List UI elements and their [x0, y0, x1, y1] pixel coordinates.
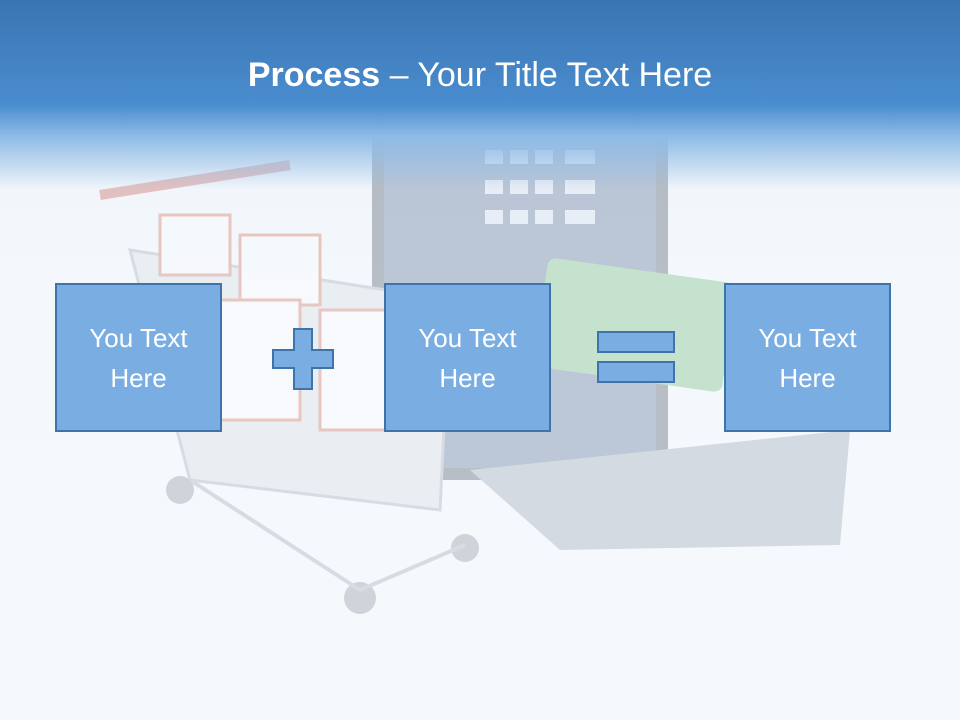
- slide-title: Process – Your Title Text Here: [0, 50, 960, 100]
- process-box-3[interactable]: You Text Here: [724, 283, 891, 432]
- title-rest: – Your Title Text Here: [380, 56, 713, 94]
- equals-icon: [597, 331, 675, 383]
- process-box-3-label: You Text Here: [758, 322, 857, 393]
- header-band: [0, 0, 960, 190]
- process-box-2[interactable]: You Text Here: [384, 283, 551, 432]
- process-box-2-label: You Text Here: [418, 322, 517, 393]
- title-bold: Process: [247, 56, 381, 94]
- process-box-1[interactable]: You Text Here: [55, 283, 222, 432]
- plus-icon: [272, 328, 334, 390]
- process-box-1-label: You Text Here: [89, 322, 188, 393]
